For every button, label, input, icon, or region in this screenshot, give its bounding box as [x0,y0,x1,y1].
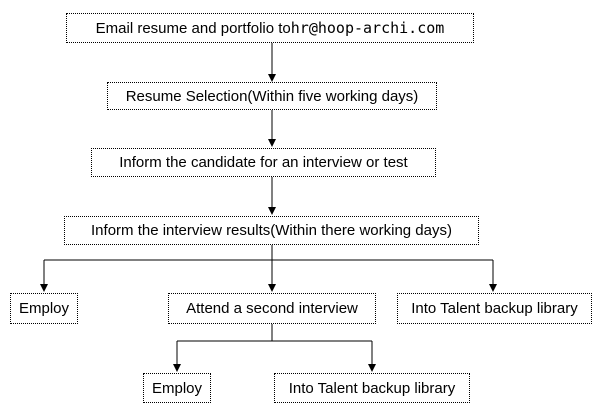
inform-candidate-box: Inform the candidate for an interview or… [91,148,436,177]
email-address: hr@hoop-archi.com [290,19,445,37]
interview-results-label: Inform the interview results(Within ther… [91,222,452,239]
second-interview-box: Attend a second interview [168,293,376,324]
employ-box-first: Employ [10,293,78,324]
resume-selection-box: Resume Selection(Within five working day… [107,82,437,110]
email-resume-box: Email resume and portfolio to hr@hoop-ar… [66,13,474,43]
employ-label-second: Employ [151,379,203,397]
email-resume-label: Email resume and portfolio to [95,19,291,37]
talent-library-label-second: Into Talent backup library [288,379,456,397]
second-interview-label: Attend a second interview [186,300,358,317]
talent-library-box-first: Into Talent backup library [397,293,592,324]
interview-results-box: Inform the interview results(Within ther… [64,216,479,245]
employ-label-first: Employ [18,300,70,317]
employ-box-second: Employ [143,373,211,403]
inform-candidate-label: Inform the candidate for an interview or… [119,154,408,171]
talent-library-label-first: Into Talent backup library [411,300,578,317]
resume-selection-label: Resume Selection(Within five working day… [125,87,419,105]
talent-library-box-second: Into Talent backup library [274,373,470,403]
